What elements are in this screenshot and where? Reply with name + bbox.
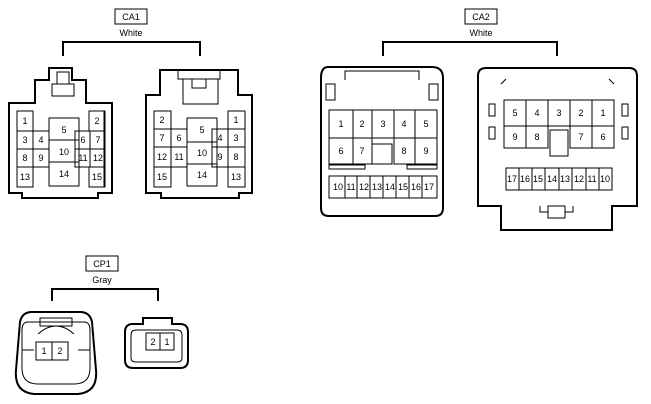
pin: 1 <box>164 337 169 347</box>
pin: 14 <box>59 169 69 179</box>
pin: 6 <box>176 133 181 143</box>
pin: 10 <box>197 148 207 158</box>
pin: 10 <box>59 147 69 157</box>
pin: 4 <box>534 108 539 118</box>
pin: 16 <box>520 174 530 184</box>
ca1-name: CA1 <box>122 12 140 22</box>
ca1-left-connector: 1 2 3 4 5 6 7 8 9 10 11 12 13 14 15 <box>8 67 113 199</box>
pin: 9 <box>217 152 222 162</box>
ca2-right-connector: 5 4 3 2 1 9 8 7 6 17 16 15 14 13 12 11 1… <box>477 67 638 231</box>
pin: 2 <box>578 108 583 118</box>
pin: 1 <box>22 116 27 126</box>
pin: 3 <box>22 135 27 145</box>
pin: 15 <box>92 172 102 182</box>
ca1-bracket <box>62 41 201 56</box>
pin: 13 <box>372 182 382 192</box>
pin: 6 <box>338 146 343 156</box>
pin: 15 <box>398 182 408 192</box>
pin: 2 <box>94 116 99 126</box>
pin: 11 <box>346 182 355 192</box>
pin: 3 <box>233 133 238 143</box>
cp1-name: CP1 <box>93 259 111 269</box>
ca1-color: White <box>119 28 142 38</box>
pin: 13 <box>20 172 30 182</box>
pin: 4 <box>38 135 43 145</box>
pin: 5 <box>61 125 66 135</box>
ca2-name: CA2 <box>472 12 490 22</box>
ca1-right-connector: 2 1 7 6 5 4 3 12 11 10 9 8 15 14 13 <box>145 69 253 199</box>
pin: 2 <box>159 115 164 125</box>
pin: 4 <box>217 133 222 143</box>
pin: 17 <box>507 174 517 184</box>
ca2-header: CA2 White <box>382 8 558 56</box>
ca2-bracket <box>382 41 558 56</box>
pin: 13 <box>231 172 241 182</box>
pin: 12 <box>157 152 167 162</box>
cp1-bracket <box>51 288 159 301</box>
cp1-header: CP1 Gray <box>51 255 159 301</box>
pin: 3 <box>556 108 561 118</box>
pin: 7 <box>159 133 164 143</box>
cp1-label-box <box>85 255 119 272</box>
pin: 7 <box>359 146 364 156</box>
pin: 9 <box>423 146 428 156</box>
pin: 4 <box>401 119 406 129</box>
pin: 2 <box>150 337 155 347</box>
cp1-color: Gray <box>92 275 112 285</box>
pin: 2 <box>57 346 62 356</box>
pin: 14 <box>547 174 557 184</box>
pin: 8 <box>233 152 238 162</box>
pin: 2 <box>359 119 364 129</box>
ca1-label-box <box>114 8 148 25</box>
pin: 7 <box>95 135 100 145</box>
pin: 12 <box>359 182 369 192</box>
pin: 14 <box>197 170 207 180</box>
pin: 6 <box>600 132 605 142</box>
pin: 12 <box>574 174 584 184</box>
pin: 9 <box>512 132 517 142</box>
pin: 6 <box>80 135 85 145</box>
cp1-right-connector: 2 1 <box>124 317 189 369</box>
pin: 1 <box>338 119 343 129</box>
ca1-header: CA1 White <box>62 8 201 56</box>
pin: 7 <box>578 132 583 142</box>
pin: 8 <box>22 153 27 163</box>
pin: 13 <box>560 174 570 184</box>
pin: 15 <box>157 172 167 182</box>
pin: 8 <box>401 146 406 156</box>
pin: 16 <box>411 182 421 192</box>
pin: 11 <box>587 174 596 184</box>
ca2-label-box <box>464 8 498 25</box>
pin: 12 <box>93 153 103 163</box>
pin: 1 <box>41 346 46 356</box>
pin: 8 <box>534 132 539 142</box>
pin: 11 <box>174 152 183 162</box>
cp1-left-connector: 1 2 <box>14 311 98 395</box>
pin: 1 <box>233 115 238 125</box>
pin: 15 <box>533 174 543 184</box>
pin: 17 <box>424 182 434 192</box>
pin: 1 <box>600 108 605 118</box>
pin: 5 <box>199 125 204 135</box>
pin: 9 <box>38 153 43 163</box>
pin: 5 <box>423 119 428 129</box>
pin: 14 <box>385 182 395 192</box>
ca2-color: White <box>469 28 492 38</box>
pin: 11 <box>78 153 87 163</box>
ca2-left-connector: 1 2 3 4 5 6 7 8 9 10 11 12 13 14 15 16 1… <box>320 66 444 217</box>
pin: 10 <box>600 174 610 184</box>
pin: 3 <box>380 119 385 129</box>
pin: 5 <box>512 108 517 118</box>
pin: 10 <box>333 182 343 192</box>
